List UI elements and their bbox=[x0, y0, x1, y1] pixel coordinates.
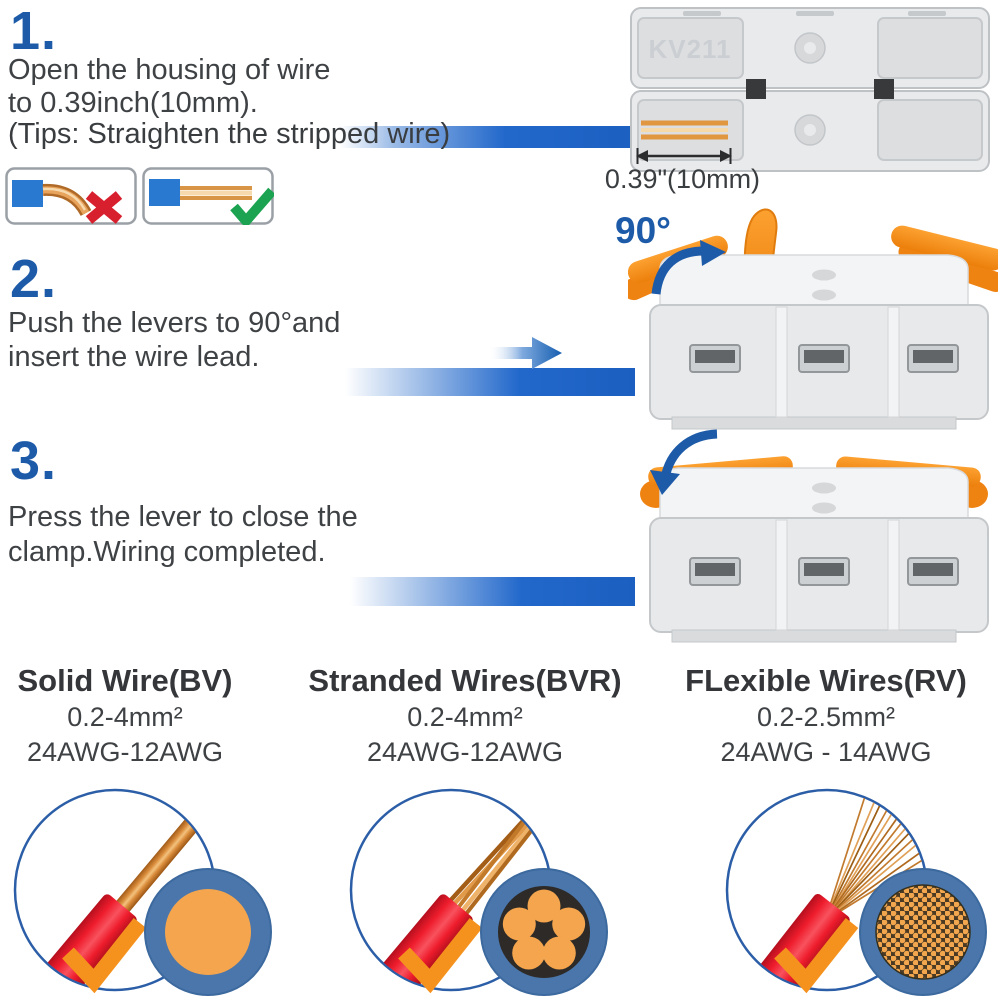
step-1-tip: (Tips: Straighten the stripped wire) bbox=[8, 118, 451, 150]
bent-wire bbox=[42, 183, 92, 217]
wire-size-range: 0.2-4mm² bbox=[407, 702, 523, 732]
step-1-instruction-line-1: Open the housing of wire bbox=[8, 54, 331, 86]
cross-icon bbox=[85, 191, 123, 224]
insert-arrow-icon bbox=[490, 337, 562, 369]
straight-wire bbox=[180, 186, 252, 200]
flexible-wire-illustration bbox=[725, 788, 987, 996]
correct-strip-illustration bbox=[142, 167, 274, 225]
wire-awg-range: 24AWG-12AWG bbox=[26, 737, 224, 767]
connector-top-view-illustration: KV211 bbox=[630, 7, 990, 172]
step-1-number: 1. bbox=[10, 1, 58, 61]
wire-size-range: 0.2-2.5mm² bbox=[756, 702, 896, 732]
strip-length-label: 0.39"(10mm) bbox=[604, 164, 761, 194]
connector-lever-closed-illustration bbox=[640, 456, 989, 643]
product-code-label: KV211 bbox=[648, 34, 731, 64]
wire-awg-range: 24AWG - 14AWG bbox=[720, 737, 932, 767]
wire-insulation-blue bbox=[149, 179, 180, 206]
solid-wire-illustration bbox=[13, 788, 272, 996]
blue-wire-step1 bbox=[340, 126, 640, 148]
angle-label: 90° bbox=[615, 210, 671, 251]
latch-clip bbox=[746, 79, 766, 99]
wire-type-column-flexible: FLexible Wires(RV) 0.2-2.5mm² 24AWG - 14… bbox=[652, 662, 1000, 769]
wire-ports bbox=[689, 344, 959, 373]
wire-type-column-stranded: Stranded Wires(BVR) 0.2-4mm² 24AWG-12AWG bbox=[278, 662, 652, 769]
check-icon bbox=[230, 187, 274, 225]
stranded-cross-section bbox=[480, 868, 608, 996]
wire-type-column-solid: Solid Wire(BV) 0.2-4mm² 24AWG-12AWG bbox=[0, 662, 250, 769]
solid-cross-section bbox=[144, 868, 272, 996]
wire-awg-range: 24AWG-12AWG bbox=[366, 737, 564, 767]
wire-type-title: Stranded Wires(BVR) bbox=[308, 663, 622, 698]
stripped-copper-lead bbox=[641, 120, 728, 140]
press-down-arrow-icon bbox=[650, 429, 718, 495]
blue-wire-step2 bbox=[345, 368, 635, 396]
wrong-strip-illustration bbox=[5, 167, 137, 225]
wire-type-title: FLexible Wires(RV) bbox=[685, 663, 967, 698]
blue-wire-step3 bbox=[350, 577, 635, 606]
check-icon bbox=[774, 918, 859, 994]
flexible-cross-section bbox=[859, 868, 987, 996]
step-3-instruction-line-2: clamp.Wiring completed. bbox=[8, 536, 326, 568]
wire-type-title: Solid Wire(BV) bbox=[17, 663, 233, 698]
wire-size-range: 0.2-4mm² bbox=[67, 702, 183, 732]
step-3-number: 3. bbox=[10, 431, 58, 491]
step-3-instruction-line-1: Press the lever to close the bbox=[8, 501, 358, 533]
step-2-number: 2. bbox=[10, 249, 58, 309]
stranded-wire-illustration bbox=[349, 788, 608, 996]
check-icon bbox=[398, 918, 483, 994]
rotate-up-arrow-icon bbox=[651, 240, 726, 295]
step-2-instruction-line-1: Push the levers to 90°and bbox=[8, 307, 341, 339]
wire-insulation-blue bbox=[12, 180, 43, 207]
connector-lever-open-illustration bbox=[628, 208, 998, 430]
wire-ports bbox=[689, 557, 959, 586]
latch-clip bbox=[874, 79, 894, 99]
dimension-arrow-icon bbox=[636, 148, 732, 164]
check-icon bbox=[62, 918, 147, 994]
step-2-instruction-line-2: insert the wire lead. bbox=[8, 341, 260, 373]
step-1-instruction-line-2: to 0.39inch(10mm). bbox=[8, 87, 258, 119]
